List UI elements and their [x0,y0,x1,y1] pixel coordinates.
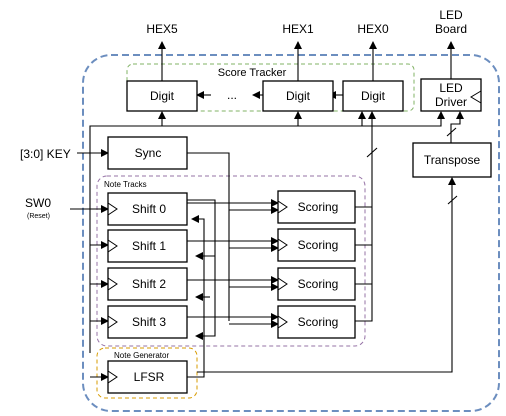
hex5-label: HEX5 [146,22,178,36]
key-input-label: [3:0] KEY [20,147,71,161]
scoring-3-label: Scoring [298,315,339,329]
scoring-bus-tick [366,147,378,158]
transpose-led-tick [446,127,457,137]
scoring-1-block: Scoring [277,228,356,262]
shift-3-block: Shift 3 [107,305,188,339]
led-driver-clock-icon [470,90,482,104]
led-driver-label-line1: LED [439,81,463,95]
shift-2-label: Shift 2 [132,277,166,291]
hex1-label: HEX1 [282,22,314,36]
digit-5-label: Digit [150,89,175,103]
scoring-0-label: Scoring [298,200,339,214]
note-tracks-group [96,175,366,347]
shift-3-label: Shift 3 [132,315,166,329]
lfsr-block: LFSR [107,360,188,394]
lfsr-clock-icon [107,370,118,384]
system-boundary [82,54,500,412]
transpose-block [412,142,492,178]
transpose-to-led-wire [450,111,464,143]
score-tracker-title: Score Tracker [218,67,287,79]
digit-0-label: Digit [361,89,386,103]
shift-0-label: Shift 0 [132,202,166,216]
shift-1-block: Shift 1 [107,229,188,263]
shift-chain-bus [195,219,216,340]
scoring-0-clock-icon [277,200,288,214]
scoring-0-block: Scoring [277,190,356,224]
tracks-transpose-tick [447,195,458,205]
shift-2-block: Shift 2 [107,267,188,301]
sync-label: Sync [135,146,162,160]
reset-bus-top [89,111,445,353]
shift-0-block: Shift 0 [107,192,188,226]
note-generator-group [96,347,198,399]
reset-label: (Reset) [27,213,50,220]
digit-1-label: Digit [286,89,311,103]
led-driver-block [420,78,482,112]
digit-ellipsis: ... [227,88,237,102]
hex0-label: HEX0 [357,22,389,36]
sync-to-scoring-wire [187,152,230,321]
scoring-2-clock-icon [277,277,288,291]
note-generator-title: Note Generator [114,351,169,360]
shift-2-clock-icon [107,277,118,291]
transpose-label: Transpose [424,153,481,167]
note-tracks-title: Note Tracks [104,180,147,189]
chain-shift0-to-1 [191,215,205,250]
digit-1-block [262,80,334,112]
digit-0-block [342,80,404,112]
scoring-bus [355,111,376,322]
shift0-chain-out [187,199,216,219]
shift-1-clock-icon [107,239,118,253]
sw0-input-label: SW0 [25,196,51,210]
led-driver-label-line2: Driver [435,95,467,109]
scoring-3-block: Scoring [277,305,356,339]
lfsr-feed-wire [187,250,205,378]
scoring-1-clock-icon [277,238,288,252]
shift-0-clock-icon [107,202,118,216]
tracks-to-transpose-wire [197,177,456,373]
scoring-3-clock-icon [277,315,288,329]
scoring-1-label: Scoring [298,238,339,252]
scoring-2-block: Scoring [277,267,356,301]
lfsr-label: LFSR [134,370,165,384]
scoring-2-label: Scoring [298,277,339,291]
shift-3-clock-icon [107,315,118,329]
led-board-label-line1: LED [439,8,463,22]
shift-1-label: Shift 1 [132,239,166,253]
led-board-label-line2: Board [435,22,467,36]
sync-block [107,136,188,170]
digit-5-block [126,80,198,112]
